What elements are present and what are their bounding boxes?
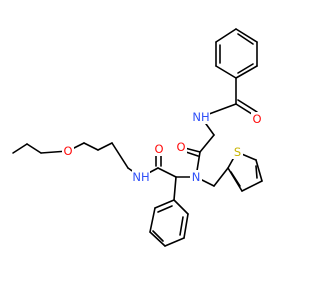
ether-oxygen-label: O [63,144,72,158]
phenyl-bond [183,213,189,239]
carbonyl-double-bond [237,99,258,113]
benzamide-nitrogen-label: NH [192,110,209,124]
alpha-carbon-bond [157,167,177,178]
thiophene-bond [255,159,263,182]
glycine-bond [199,134,215,153]
molecule-structure: O NH O N O NH O S [12,28,263,247]
phenyl-bond [154,199,175,209]
thienylmethyl-bond [213,167,229,187]
phenyl-bond [149,207,156,233]
thiophene-sulfur-label: S [234,145,241,159]
benzoyl-oxygen-label: O [252,112,261,126]
phenyl-bond [215,28,237,43]
phenyl-bond [235,65,258,79]
phenyl-inner-bond [157,205,173,213]
phenyl-bond [173,199,189,215]
amide-oxygen-middle: O [175,140,187,154]
benzamide-nitrogen: NH [192,110,210,124]
ether-oxygen: O [62,144,74,158]
tertiary-nitrogen: N [190,170,202,184]
tertiary-nitrogen-label: N [192,170,201,184]
phenyl-inner-bond [152,230,164,242]
ethyl-bond [12,143,28,154]
phenyl-link-bond [173,176,177,201]
thiophene-inner-bond [230,171,241,187]
amide-oxygen-left-label: O [154,142,163,156]
thiophene-inner-bond [255,165,258,179]
phenyl-bond [235,28,258,43]
phenyl-bond [149,231,166,247]
phenyl-inner-bond [179,216,184,236]
benzoyl-oxygen: O [251,112,263,126]
bond-layer [12,28,263,247]
ethyl-bond [26,143,42,154]
propyl-bond [97,142,113,151]
phenyl-inner-bond [237,33,254,45]
thiophene-sulfur: S [232,145,243,159]
amide-oxygen-middle-label: O [176,140,185,154]
amide-nitrogen-left-label: NH [132,170,149,184]
propyl-bond [111,142,129,169]
phenyl-bond [215,65,237,79]
phenyl-inner-bond [237,63,254,74]
amide-oxygen-left: O [153,142,165,156]
thiophene-bond [241,180,263,192]
phenyl-bond [164,237,185,247]
amide-nitrogen-left: NH [132,170,150,184]
propyl-bond [83,142,99,151]
atom-label-layer: O NH O N O NH O S [62,110,263,184]
